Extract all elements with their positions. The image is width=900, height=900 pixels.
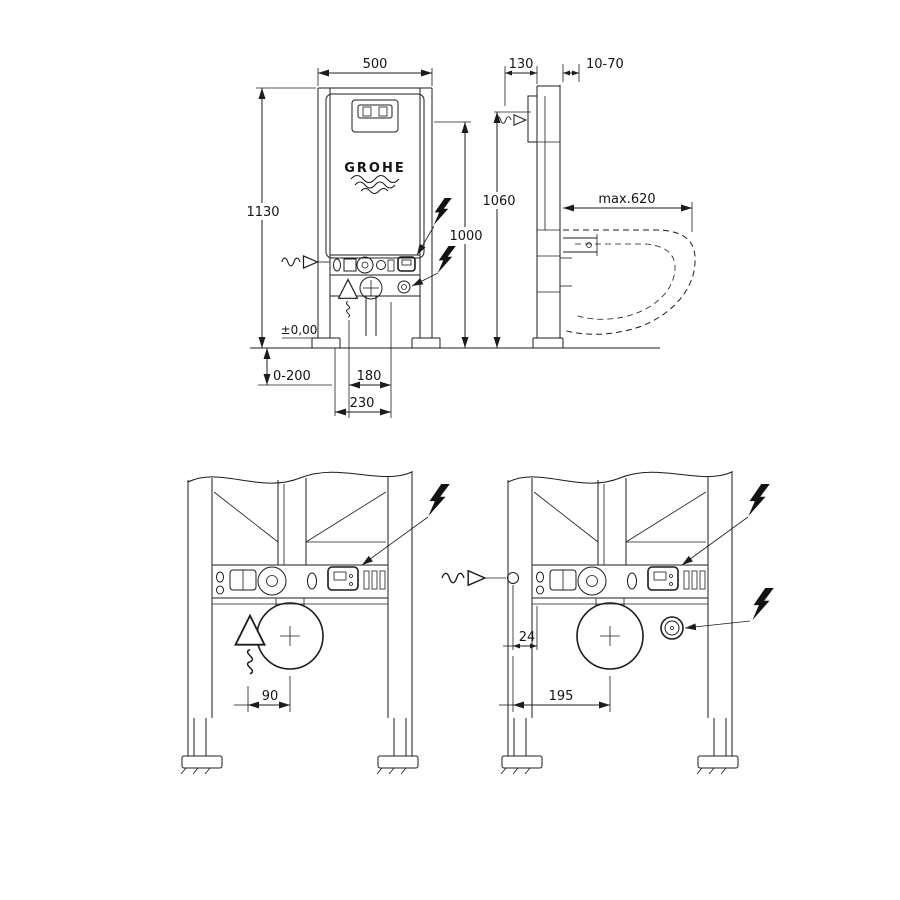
dim-label-180: 180 bbox=[357, 369, 382, 384]
side-frame bbox=[527, 85, 572, 349]
dim-label-depth: 130 bbox=[509, 57, 534, 72]
power-module bbox=[397, 256, 416, 272]
dim-foot-adjust: 0-200 bbox=[258, 348, 332, 386]
dim-bowl-max: max.620 bbox=[563, 192, 693, 232]
dim-label-foot-adjust: 0-200 bbox=[273, 369, 311, 384]
side-view: 130 10-70 max.620 bbox=[494, 57, 696, 349]
dim-plate-range: 10-70 bbox=[562, 57, 624, 82]
lightning-bolt-icon bbox=[748, 484, 770, 516]
toilet-bowl-outline bbox=[562, 229, 696, 335]
detail-view-left: 90 bbox=[180, 471, 450, 775]
water-supply-point bbox=[507, 572, 519, 584]
cistern: GROHE bbox=[325, 93, 425, 259]
shower-water-connection bbox=[660, 616, 684, 640]
dim-90: 90 bbox=[234, 676, 291, 712]
power-module bbox=[327, 566, 359, 591]
drain-bend bbox=[359, 276, 383, 300]
water-flow-arrow-icon bbox=[441, 569, 486, 587]
shower-water-outlet bbox=[397, 280, 411, 294]
dim-label-bowl-max: max.620 bbox=[598, 192, 655, 207]
detail-left-band bbox=[212, 564, 388, 670]
grohe-waves-icon bbox=[350, 175, 400, 194]
dim-width-500: 500 bbox=[317, 57, 433, 86]
floor-level-label: ±0,00 bbox=[281, 323, 318, 337]
dim-label-width: 500 bbox=[363, 57, 388, 72]
dim-195: 195 bbox=[499, 656, 611, 712]
detail-left-frame bbox=[180, 471, 419, 775]
dim-label-height-inner: 1000 bbox=[449, 229, 482, 244]
flush-plate bbox=[351, 99, 399, 133]
flush-plate-side bbox=[527, 95, 538, 143]
dim-label-plate-range: 10-70 bbox=[586, 57, 624, 72]
dim-180: 180 bbox=[348, 302, 392, 418]
lightning-bolt-icon bbox=[433, 198, 452, 225]
dim-label-height-plate: 1060 bbox=[482, 194, 515, 209]
lightning-bolt-icon bbox=[428, 484, 450, 516]
dim-depth-130: 130 bbox=[504, 57, 538, 106]
detail-left-tank bbox=[213, 478, 387, 565]
dim-label-195: 195 bbox=[549, 689, 574, 704]
water-flow-arrow-icon bbox=[494, 114, 527, 126]
detail-right-tank bbox=[533, 478, 707, 565]
dim-24: 24 bbox=[503, 585, 538, 650]
detail-view-right: 24 195 bbox=[441, 471, 774, 775]
brand-logo: GROHE bbox=[344, 161, 406, 176]
power-module bbox=[647, 566, 679, 591]
dim-230: 230 bbox=[334, 348, 391, 416]
dim-height-1060: 1060 bbox=[479, 111, 531, 348]
detail-right-frame bbox=[500, 471, 739, 775]
lightning-bolt-icon bbox=[752, 588, 774, 620]
drain-bend bbox=[576, 602, 644, 670]
detail-right-band bbox=[532, 564, 708, 670]
dim-height-1130: 1130 bbox=[243, 87, 316, 348]
dim-height-1000: 1000 bbox=[434, 121, 486, 348]
floor-level: ±0,00 bbox=[250, 323, 660, 349]
lightning-bolt-icon bbox=[437, 246, 456, 273]
flush-triangle-icon bbox=[337, 278, 359, 318]
front-view: GROHE bbox=[243, 57, 660, 418]
dim-label-90: 90 bbox=[262, 689, 279, 704]
water-flow-arrow-icon bbox=[281, 255, 319, 269]
flush-triangle-icon bbox=[234, 614, 266, 675]
dim-label-24: 24 bbox=[519, 630, 536, 645]
dim-label-230: 230 bbox=[350, 396, 375, 411]
dim-label-height-total: 1130 bbox=[246, 205, 279, 220]
